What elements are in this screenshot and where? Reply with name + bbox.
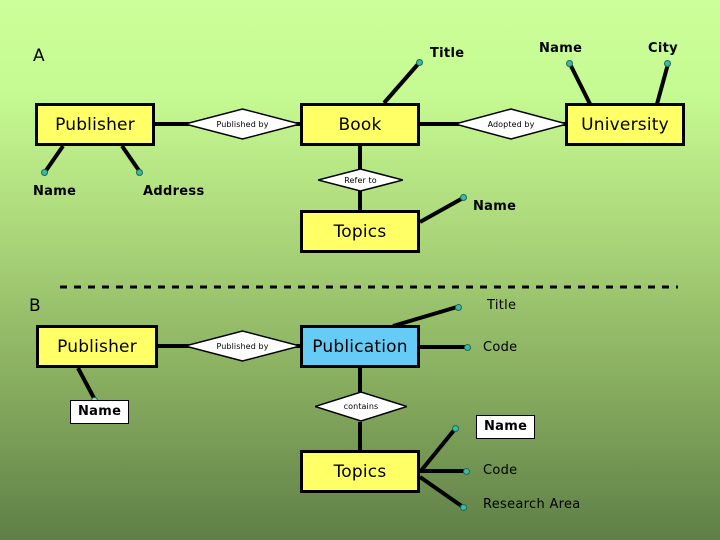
relationship-contains[interactable]: contains xyxy=(315,391,407,422)
attribute-publisher-address-a: Address xyxy=(143,184,205,199)
attribute-publication-code: Code xyxy=(483,340,518,355)
entity-topics-b[interactable]: Topics xyxy=(300,450,420,493)
entity-topics-a[interactable]: Topics xyxy=(300,210,420,253)
attribute-dot-book-title xyxy=(416,59,423,66)
entity-book[interactable]: Book xyxy=(300,103,420,146)
attribute-university-city: City xyxy=(648,41,678,56)
attribute-publication-title: Title xyxy=(487,298,517,313)
diamond-shape xyxy=(185,108,300,140)
attribute-publisher-name-a: Name xyxy=(33,184,77,199)
attribute-dot-topics-research-area xyxy=(460,504,467,511)
relationship-label: Published by xyxy=(216,119,269,129)
attribute-dot-university-city xyxy=(664,60,671,67)
entity-university[interactable]: University xyxy=(565,103,685,146)
diamond-shape xyxy=(455,108,567,140)
attribute-dot-topics-code xyxy=(463,468,470,475)
relationship-label: Refer to xyxy=(344,175,377,185)
diamond-shape xyxy=(315,391,407,422)
attribute-topics-name-b: Name xyxy=(476,415,536,439)
relationship-refer-to[interactable]: Refer to xyxy=(318,168,403,192)
relationship-published-by-a[interactable]: Published by xyxy=(185,108,300,140)
diamond-shape xyxy=(318,168,403,192)
section-label-a: A xyxy=(33,46,45,66)
relationship-label: Published by xyxy=(216,341,269,351)
attribute-book-title: Title xyxy=(430,46,465,61)
attribute-dot-topics-name-a xyxy=(460,194,467,201)
attribute-dot-publication-title xyxy=(455,304,462,311)
relationship-label: contains xyxy=(343,402,379,411)
relationship-published-by-b[interactable]: Published by xyxy=(185,330,300,362)
relationship-adopted-by[interactable]: Adopted by xyxy=(455,108,567,140)
attribute-topics-code: Code xyxy=(483,463,518,478)
attribute-dot-publication-code xyxy=(464,344,471,351)
attribute-dot-university-name xyxy=(566,60,573,67)
entity-publisher-a[interactable]: Publisher xyxy=(35,103,155,146)
attribute-university-name: Name xyxy=(539,41,583,56)
attribute-dot-publisher-address-a xyxy=(136,169,143,176)
relationship-label: Adopted by xyxy=(487,119,535,129)
attribute-topics-research-area: Research Area xyxy=(483,497,581,512)
entity-publisher-b[interactable]: Publisher xyxy=(36,325,158,368)
diamond-shape xyxy=(185,330,300,362)
attribute-dot-publisher-name-a xyxy=(41,169,48,176)
attribute-publisher-name-b: Name xyxy=(70,400,130,424)
entity-publication[interactable]: Publication xyxy=(300,325,420,368)
attribute-topics-name-a: Name xyxy=(473,199,517,214)
attribute-dot-topics-name-b xyxy=(452,425,459,432)
section-label-b: B xyxy=(29,296,41,316)
